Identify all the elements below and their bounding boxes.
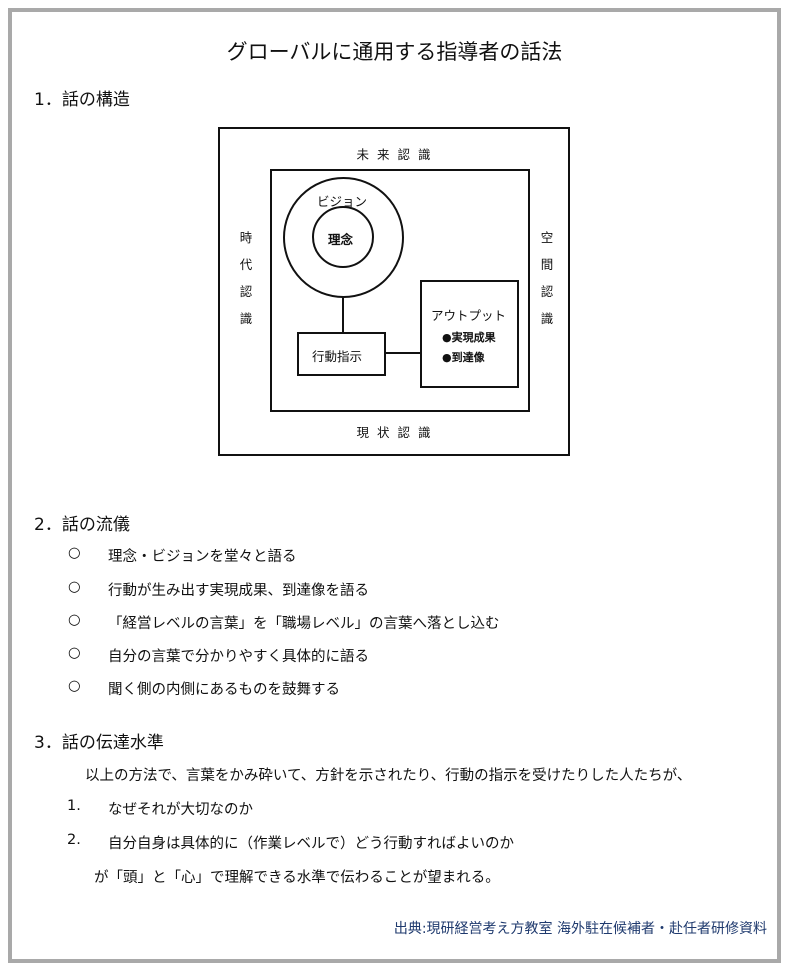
action-label: 行動指示	[312, 349, 363, 364]
intro-paragraph: 以上の方法で、言葉をかみ砕いて、方針を示されたり、行動の指示を受けたりした人たち…	[85, 768, 692, 784]
list-item: なぜそれが大切なのか	[108, 802, 253, 818]
philosophy-circle	[312, 206, 374, 268]
era-awareness-label: 時代認識	[239, 230, 253, 326]
outer-box	[218, 127, 570, 456]
item-number: 2.	[67, 832, 81, 848]
bullet-icon: ○	[68, 579, 81, 595]
conclusion: が「頭」と「心」で理解できる水準で伝わることが望まれる。	[94, 870, 500, 886]
section-1-heading: 1．話の構造	[34, 90, 130, 110]
connector-line	[342, 297, 344, 333]
page-frame	[8, 8, 781, 963]
future-awareness-label: 未 来 認 識	[356, 147, 433, 162]
bullet-icon: ○	[68, 545, 81, 561]
output-item: ●到達像	[442, 351, 485, 364]
bullet-icon: ○	[68, 612, 81, 628]
section-2-heading: 2．話の流儀	[34, 515, 130, 535]
list-item: 行動が生み出す実現成果、到達像を語る	[108, 583, 369, 599]
philosophy-label: 理念	[328, 232, 354, 247]
list-item: 自分の言葉で分かりやすく具体的に語る	[108, 649, 369, 665]
page-title: グローバルに通用する指導者の話法	[226, 40, 563, 64]
vision-label: ビジョン	[317, 194, 368, 209]
connector-line	[385, 352, 421, 354]
output-box	[420, 280, 519, 388]
inner-box	[270, 169, 530, 412]
list-item: 理念・ビジョンを堂々と語る	[108, 549, 297, 565]
action-box	[297, 332, 386, 376]
item-number: 1.	[67, 798, 81, 814]
source-credit: 出典:現研経営考え方教室 海外駐在候補者・赴任者研修資料	[393, 921, 767, 937]
list-item: 「経営レベルの言葉」を「職場レベル」の言葉へ落とし込む	[108, 616, 500, 632]
output-item: ●実現成果	[442, 331, 496, 344]
list-item: 自分自身は具体的に（作業レベルで）どう行動すればよいのか	[108, 836, 514, 852]
output-title: アウトプット	[431, 308, 507, 323]
bullet-icon: ○	[68, 645, 81, 661]
space-awareness-label: 空間認識	[540, 230, 554, 326]
section-3-heading: 3．話の伝達水準	[34, 733, 164, 753]
current-awareness-label: 現 状 認 識	[356, 425, 433, 440]
bullet-icon: ○	[68, 678, 81, 694]
list-item: 聞く側の内側にあるものを鼓舞する	[108, 682, 340, 698]
